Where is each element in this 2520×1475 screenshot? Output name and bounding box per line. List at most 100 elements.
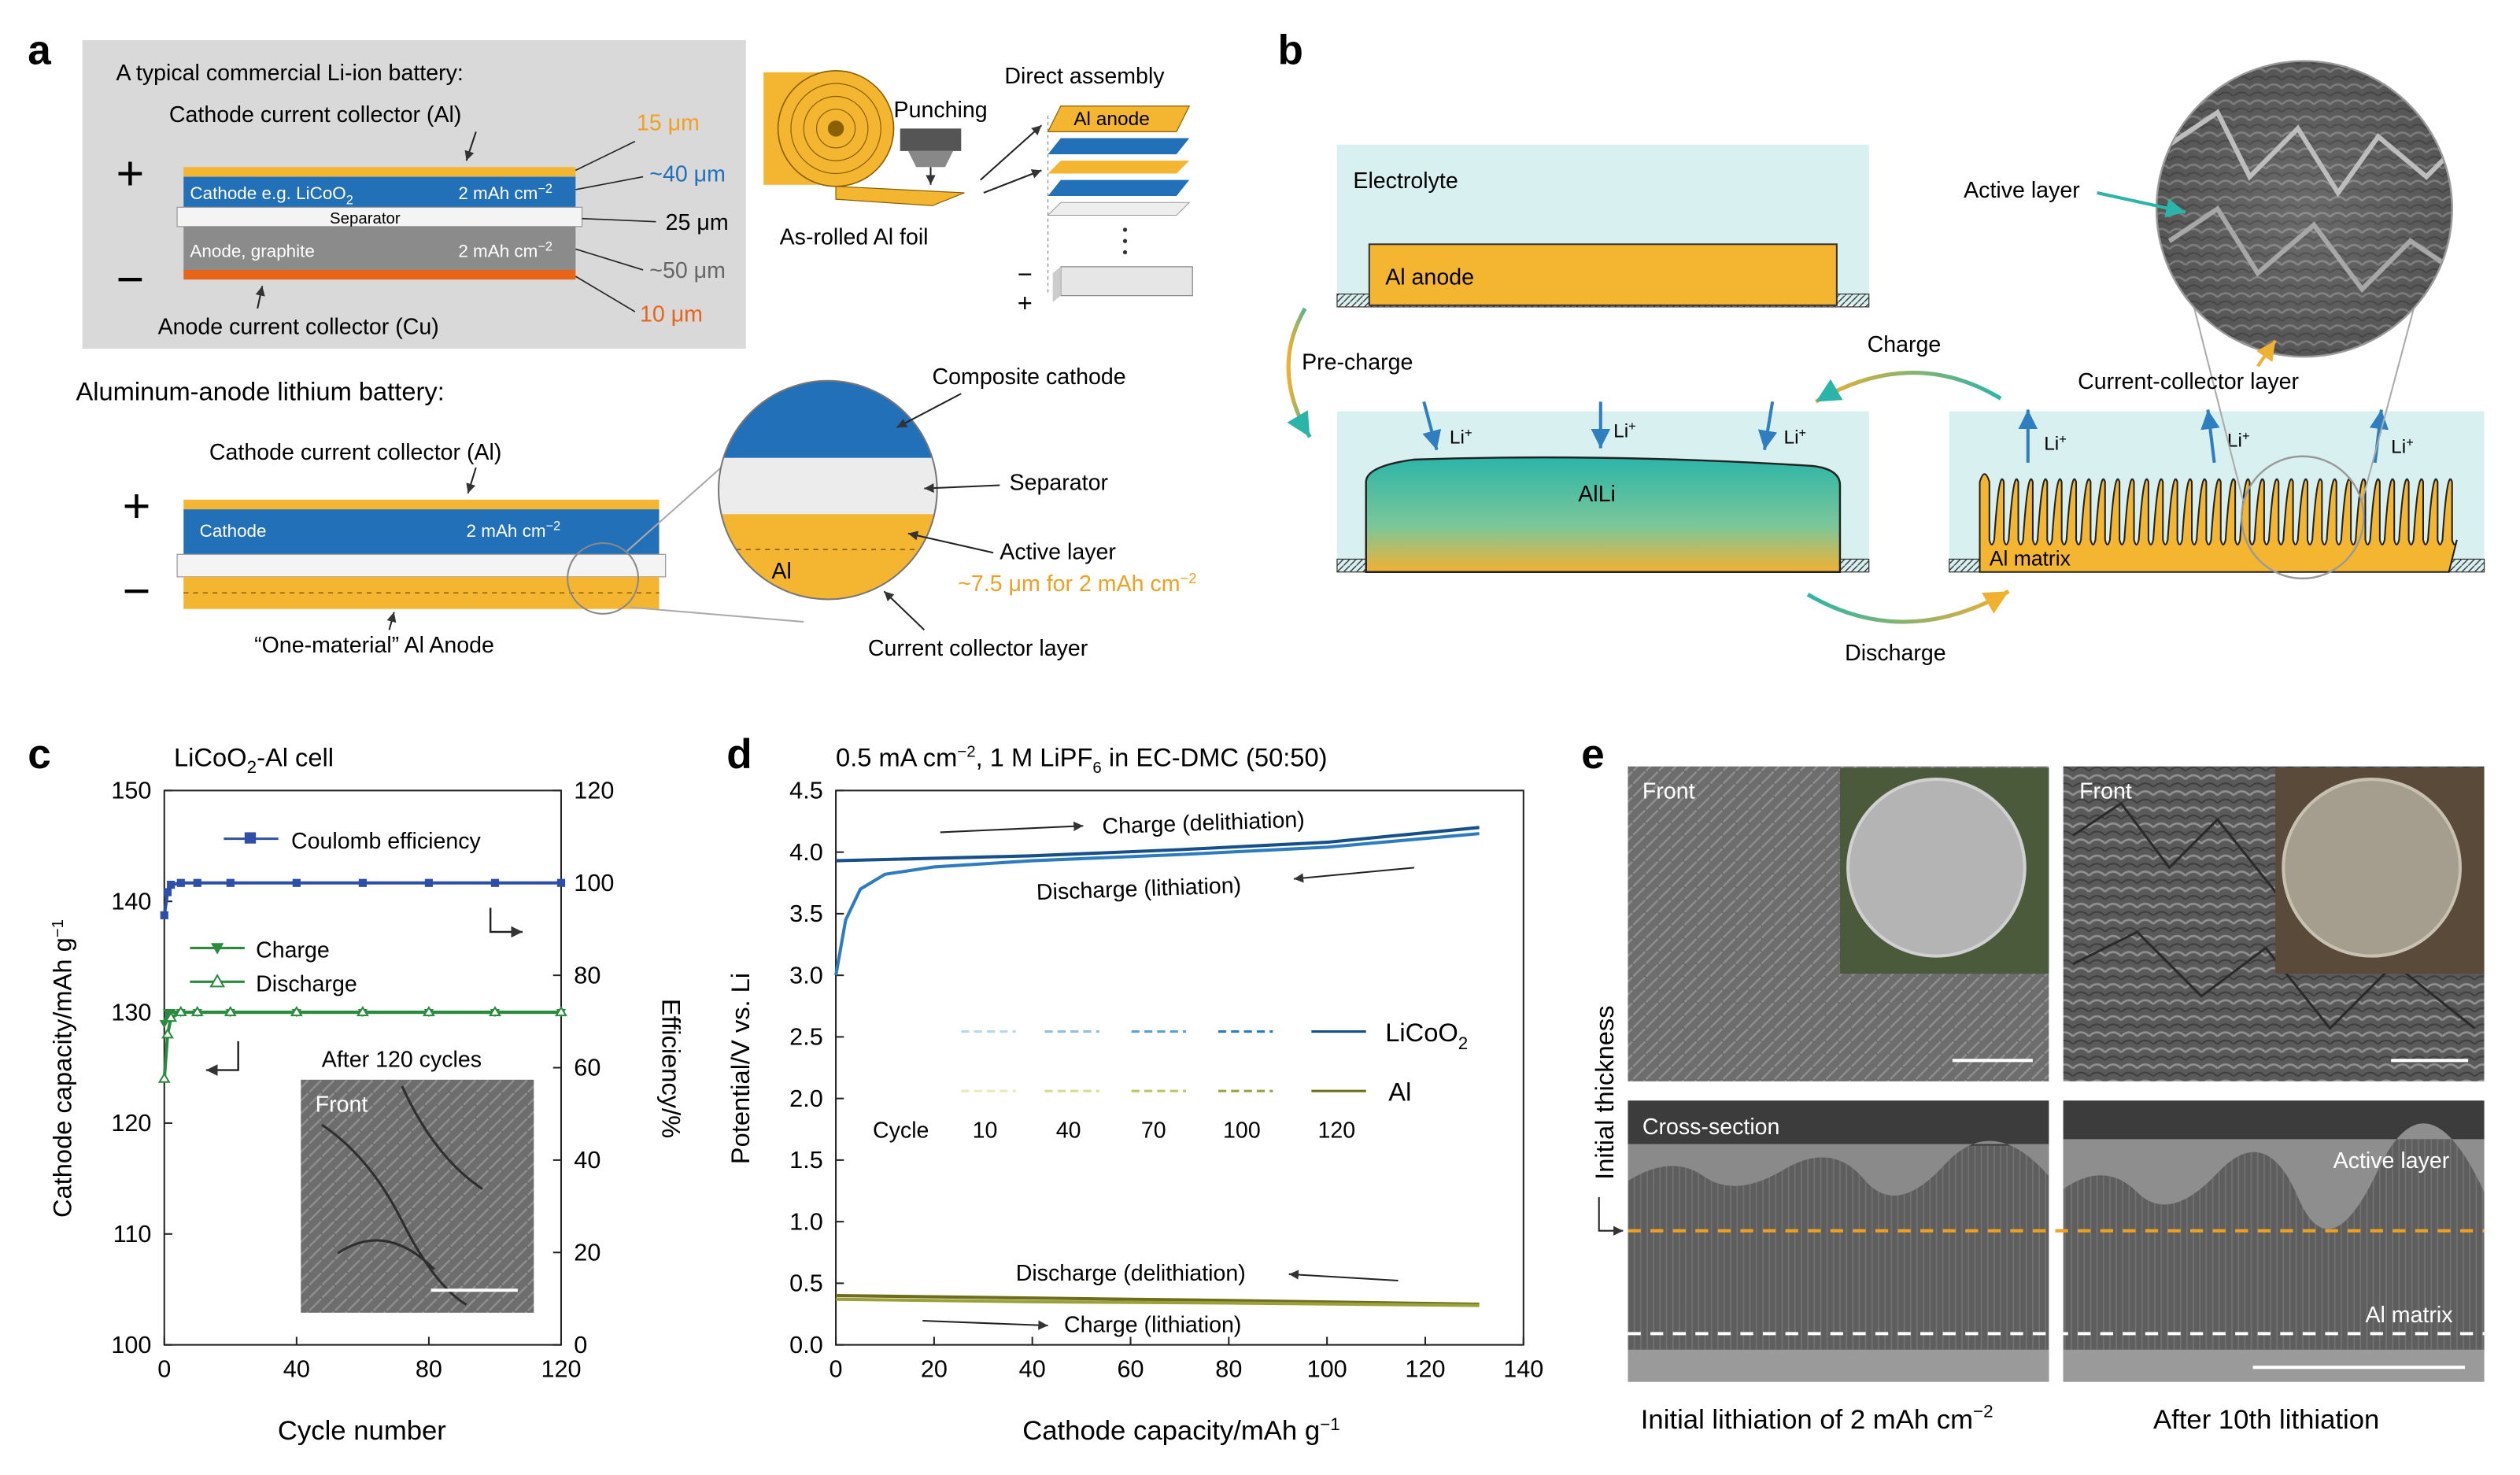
x-tick-label: 60 bbox=[1117, 1355, 1144, 1382]
point-efficiency bbox=[292, 878, 301, 887]
point-efficiency bbox=[358, 878, 367, 887]
point-discharge bbox=[290, 1005, 303, 1017]
point-efficiency bbox=[193, 878, 201, 887]
y-tick-label: 2.5 bbox=[789, 1024, 823, 1051]
panel-d: 0.5 mA cm−2, 1 M LiPF6 in EC-DMC (50:50)… bbox=[726, 743, 1543, 1446]
anode-layer bbox=[183, 226, 576, 270]
x-tick-label: 0 bbox=[830, 1355, 843, 1382]
point-efficiency bbox=[163, 888, 172, 896]
al-matrix-shape bbox=[1979, 473, 2458, 573]
y-tick-label: 2.0 bbox=[789, 1085, 823, 1112]
inset-title: After 120 cycles bbox=[322, 1047, 482, 1072]
active-layer-label-b: Active layer bbox=[1964, 178, 2080, 203]
x-tick-label: 100 bbox=[1307, 1355, 1347, 1382]
caption-2: After 10th lithiation bbox=[2153, 1405, 2379, 1435]
initial-thickness-label: Initial thickness bbox=[1590, 1005, 1619, 1179]
y2-tick-label: 120 bbox=[574, 778, 614, 804]
caption-1: Initial lithiation of 2 mAh cm−2 bbox=[1641, 1402, 1993, 1435]
legend-discharge: Discharge bbox=[256, 972, 357, 997]
panel-letter-b: b bbox=[1277, 28, 1302, 74]
active-layer-label-e: Active layer bbox=[2333, 1148, 2450, 1174]
y2-tick-label: 60 bbox=[574, 1055, 600, 1081]
point-charge bbox=[159, 1020, 169, 1029]
point-discharge bbox=[174, 1005, 187, 1017]
cc-layer-label-b: Current-collector layer bbox=[2078, 369, 2299, 394]
thick-50: ~50 μm bbox=[649, 258, 726, 283]
anode-cc-layer bbox=[183, 269, 576, 280]
legend-cycle-100: 100 bbox=[1223, 1118, 1261, 1143]
front-label-1: Front bbox=[1642, 779, 1695, 804]
point-discharge bbox=[164, 1011, 178, 1022]
y2-tick-label: 100 bbox=[574, 870, 614, 896]
al-matrix-fingers bbox=[1979, 473, 2458, 573]
y-tick-label: 4.0 bbox=[789, 839, 823, 866]
legend-cycle-40: 40 bbox=[1056, 1118, 1081, 1143]
y-tick-label: 0.0 bbox=[789, 1332, 823, 1359]
y2-tick-label: 0 bbox=[574, 1332, 587, 1359]
svg-text:Li+: Li+ bbox=[2391, 436, 2414, 458]
y-tick-label: 110 bbox=[113, 1221, 152, 1248]
legend-cycle-10: 10 bbox=[973, 1118, 998, 1143]
point-efficiency bbox=[176, 878, 185, 887]
front-label-2: Front bbox=[2079, 779, 2132, 804]
alli-label: AlLi bbox=[1578, 482, 1616, 507]
y-tick-label: 3.0 bbox=[789, 962, 823, 989]
separator-text: Separator bbox=[330, 210, 401, 227]
point-efficiency bbox=[160, 911, 168, 919]
thickness-note: ~7.5 μm for 2 mAh cm−2 bbox=[958, 570, 1196, 597]
ann-discharge-bot: Discharge (delithiation) bbox=[1016, 1261, 1246, 1286]
legend-coulomb: Coulomb efficiency bbox=[291, 829, 482, 854]
chart-c-ylabel-left: Cathode capacity/mAh g−1 bbox=[47, 919, 76, 1218]
point-efficiency bbox=[556, 878, 566, 887]
x-tick-label: 0 bbox=[157, 1355, 171, 1382]
legend-cycle-120: 120 bbox=[1317, 1118, 1355, 1143]
panel-letter-c: c bbox=[28, 731, 51, 778]
chart-d-ylabel: Potential/V vs. Li bbox=[726, 973, 755, 1164]
direct-assembly-label: Direct assembly bbox=[1004, 64, 1165, 89]
svg-text:Li+: Li+ bbox=[2227, 429, 2250, 451]
y-tick-label: 1.5 bbox=[789, 1147, 823, 1174]
al-cathode-cc-layer bbox=[183, 499, 660, 510]
point-efficiency bbox=[226, 878, 235, 887]
li-arrows-in: Li+ Li+ Li+ bbox=[1422, 401, 1806, 451]
chart-c-plot bbox=[157, 878, 567, 1083]
legend-licoo2: LiCoO2 bbox=[1385, 1018, 1468, 1053]
anode-cap: 2 mAh cm−2 bbox=[458, 239, 552, 261]
panel-letter-a: a bbox=[28, 28, 51, 74]
y-tick-label: 4.5 bbox=[789, 778, 823, 804]
anode-cc-label: Anode current collector (Cu) bbox=[158, 315, 439, 340]
al-cathode-layer bbox=[183, 509, 660, 555]
chart-d-title: 0.5 mA cm−2, 1 M LiPF6 in EC-DMC (50:50) bbox=[836, 743, 1327, 777]
al-foil-roll bbox=[763, 70, 965, 206]
point-discharge bbox=[422, 1005, 435, 1017]
point-discharge bbox=[555, 1005, 567, 1017]
y-tick-label: 120 bbox=[111, 1110, 151, 1137]
al-battery-title: Aluminum-anode lithium battery: bbox=[76, 376, 444, 405]
panel-b: Electrolyte Al anode Pre-charge AlLi Li+… bbox=[1286, 60, 2485, 666]
series-al-charge bbox=[836, 1297, 1480, 1307]
panel-e: Front Front Cross-section Active layer A… bbox=[1590, 766, 2485, 1435]
al-cathode-cc-label: Cathode current collector (Al) bbox=[209, 440, 501, 465]
anode-text: Anode, graphite bbox=[190, 242, 314, 261]
series-al-discharge bbox=[836, 1294, 1480, 1307]
point-efficiency bbox=[424, 878, 434, 887]
plus-sign: + bbox=[116, 146, 145, 200]
one-material-label: “One-material” Al Anode bbox=[254, 633, 494, 658]
separator-label: Separator bbox=[1010, 471, 1109, 496]
x-tick-label: 20 bbox=[921, 1355, 948, 1382]
al-cathode-cap: 2 mAh cm−2 bbox=[467, 519, 561, 541]
x-tick-label: 40 bbox=[283, 1355, 310, 1382]
punch-tool bbox=[900, 128, 962, 151]
legend-cycle-label: Cycle bbox=[873, 1118, 929, 1143]
cross-section-label: Cross-section bbox=[1642, 1115, 1780, 1140]
point-discharge bbox=[157, 1072, 171, 1083]
point-discharge bbox=[489, 1005, 501, 1017]
chart-d-legend: LiCoO2 Al Cycle 10 40 70 100 120 bbox=[873, 1018, 1468, 1143]
stack-plus: + bbox=[1018, 288, 1033, 317]
precharge-label: Pre-charge bbox=[1302, 350, 1413, 375]
separator-layer bbox=[176, 206, 583, 227]
point-efficiency bbox=[490, 878, 500, 887]
